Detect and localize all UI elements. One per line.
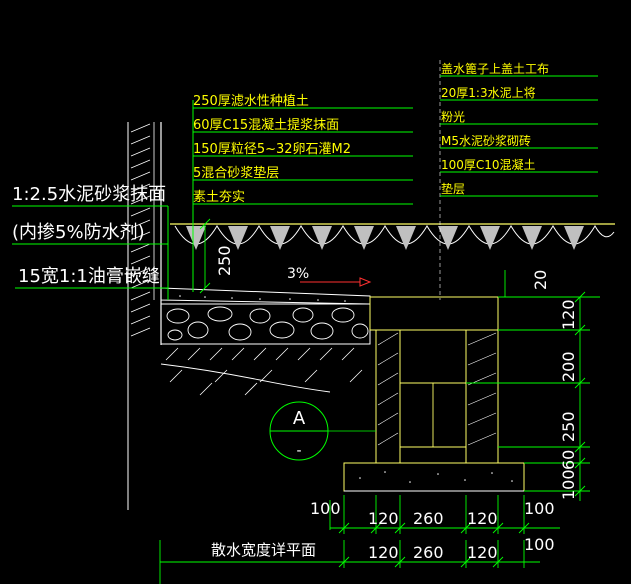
dim-row2-1: 120 xyxy=(368,543,399,562)
dimension-lines xyxy=(159,218,600,584)
left-note-2: 60厚C15混凝土提浆抹面 xyxy=(193,117,339,133)
wall xyxy=(127,122,162,510)
right-note-4: M5水泥砂浆砌砖 xyxy=(441,133,531,148)
dim-vertical-2: 200 xyxy=(559,351,578,382)
slope-arrow xyxy=(300,277,372,287)
soil-hatch xyxy=(165,347,363,396)
right-note-2: 20厚1:3水泥上将 xyxy=(441,86,536,100)
dim-vertical-1: 120 xyxy=(559,299,578,330)
wall-note-2: (内掺5%防水剂) xyxy=(12,222,145,243)
dim-row1-1: 100 xyxy=(310,499,341,518)
dim-row1-5: 100 xyxy=(524,499,555,518)
left-note-3: 150厚粒径5~32卵石灌M2 xyxy=(193,142,351,157)
dim-row2-4: 100 xyxy=(524,535,555,554)
dim-row1-4: 120 xyxy=(467,509,498,528)
slope-label: 3% xyxy=(287,266,309,282)
wall-notes: 1:2.5水泥砂浆抹面 (内掺5%防水剂) 15宽1:1油膏嵌缝 xyxy=(12,184,166,287)
wall-note-1: 1:2.5水泥砂浆抹面 xyxy=(12,184,166,205)
material-notes-left: 250厚滤水性种植土 60厚C15混凝土提浆抹面 150厚粒径5~32卵石灌M2… xyxy=(193,94,351,205)
dim-vertical-4: 60 xyxy=(559,450,578,470)
ground-surface xyxy=(170,223,615,250)
plant-marks xyxy=(186,226,584,250)
dim-row1-3: 260 xyxy=(413,509,444,528)
wall-hatch xyxy=(130,123,151,337)
apron-section xyxy=(160,287,371,396)
right-note-5: 100厚C10混凝土 xyxy=(441,157,536,172)
base-speckle xyxy=(359,471,513,483)
dimension-text: 250 20 120 200 250 60 100 100 120 260 12… xyxy=(215,245,578,562)
right-note-1: 盖水篦子上盖土工布 xyxy=(441,61,549,76)
left-note-4: 5混合砂浆垫层 xyxy=(193,165,279,181)
drain-trench xyxy=(343,60,525,492)
dim-vertical-3: 250 xyxy=(559,411,578,442)
dim-top-gap: 20 xyxy=(531,270,550,290)
dim-row2-2: 260 xyxy=(413,543,444,562)
brick-hatch xyxy=(377,332,497,446)
caption: 散水宽度详平面 xyxy=(211,541,316,559)
dim-row2-3: 120 xyxy=(467,543,498,562)
section-marker-letter: A xyxy=(293,408,306,429)
concrete-speckle xyxy=(179,295,346,302)
section-marker-sub: - xyxy=(296,443,301,459)
left-note-5: 素土夯实 xyxy=(193,190,245,205)
left-note-1: 250厚滤水性种植土 xyxy=(193,94,309,109)
dim-vertical-5: 100 xyxy=(559,469,578,500)
dim-soil-depth: 250 xyxy=(215,245,234,276)
section-marker: A - xyxy=(269,401,376,461)
leader-lines xyxy=(12,75,598,300)
material-notes-right: 盖水篦子上盖土工布 20厚1:3水泥上将 粉光 M5水泥砂浆砌砖 100厚C10… xyxy=(441,61,549,196)
right-note-3: 粉光 xyxy=(441,110,465,124)
wall-note-3: 15宽1:1油膏嵌缝 xyxy=(18,265,160,287)
gravel-layer xyxy=(166,306,369,341)
right-note-6: 垫层 xyxy=(441,181,465,196)
dim-row1-2: 120 xyxy=(368,509,399,528)
